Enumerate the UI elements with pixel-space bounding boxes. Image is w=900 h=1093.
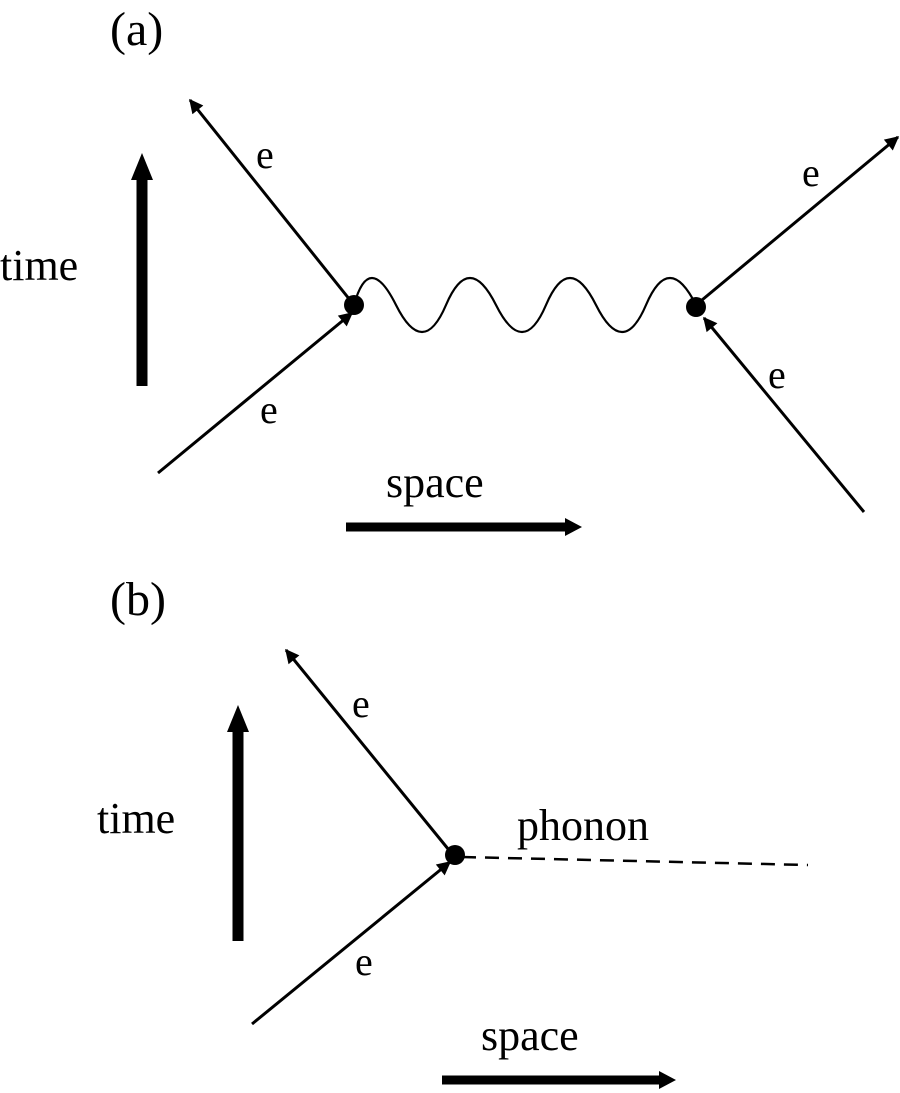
panel-a: (a) time space e e e e [0, 3, 900, 536]
panel-a-space-arrow [346, 518, 582, 536]
panel-b-incoming-electron [251, 860, 452, 1026]
panel-b-space-arrow [442, 1071, 676, 1089]
panel-a-electron-label: e [256, 132, 274, 177]
panel-a-time-label: time [0, 241, 78, 290]
panel-b-outgoing-electron [284, 648, 455, 856]
panel-b-vertex [445, 845, 465, 865]
panel-a-outgoing-electron-right [695, 135, 900, 307]
panel-a-electron-label: e [768, 352, 786, 397]
panel-a-electron-label: e [802, 150, 820, 195]
panel-a-incoming-electron-right [702, 316, 866, 513]
panel-a-space-label: space [386, 458, 484, 507]
panel-b-electron-label: e [352, 681, 370, 726]
panel-a-time-arrow [131, 153, 153, 386]
panel-b-space-label: space [481, 1011, 579, 1060]
panel-a-label: (a) [110, 3, 163, 56]
panel-a-outgoing-electron-left [188, 98, 356, 306]
panel-b-label: (b) [110, 573, 166, 626]
panel-b-time-arrow [227, 705, 249, 941]
panel-b-electron-label: e [355, 939, 373, 984]
panel-a-vertex-right [686, 297, 706, 317]
panel-a-incoming-electron-left [157, 311, 354, 475]
panel-a-electron-label: e [260, 387, 278, 432]
panel-b-phonon-line [461, 855, 809, 867]
panel-b: (b) time space phonon e e [97, 573, 809, 1089]
panel-b-phonon-label: phonon [517, 801, 649, 850]
panel-a-photon-wave [352, 276, 697, 334]
panel-b-time-label: time [97, 794, 175, 843]
